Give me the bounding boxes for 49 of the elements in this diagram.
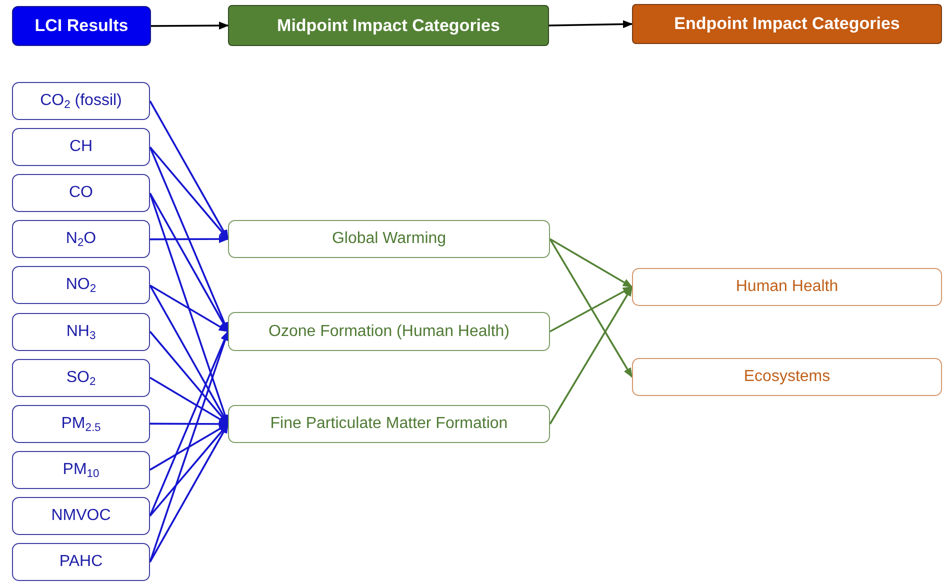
arrow [550, 286, 633, 332]
box-label: CH [69, 138, 93, 156]
arrow [149, 146, 229, 240]
arrow [550, 238, 633, 288]
substance-box [12, 358, 150, 397]
box-label: LCI Results [34, 16, 128, 36]
box-label: CO$_{2}$ (fossil) [40, 92, 122, 110]
arrow [150, 284, 229, 332]
box-label: PAHC [59, 553, 103, 571]
box-label: Ecosystems [744, 368, 830, 386]
box-label: NO$_{2}$ [66, 276, 96, 294]
substance-box [12, 82, 150, 120]
box-label: NH$_{3}$ [66, 322, 96, 340]
box-label: Human Health [736, 278, 838, 296]
midpoint-box [228, 220, 550, 258]
box-label: PM$_{10}$ [62, 460, 100, 479]
endpoint-box [632, 358, 942, 396]
substance-box [12, 404, 150, 443]
substance-box [12, 450, 150, 489]
substance-box [12, 496, 150, 535]
substance-box [12, 312, 150, 350]
arrow [151, 22, 229, 30]
substance-box [12, 128, 150, 166]
substance-box [12, 220, 150, 258]
box-label: SO$_{2}$ [66, 368, 96, 387]
substance-box [12, 266, 150, 304]
arrow [149, 330, 229, 562]
arrow [150, 235, 229, 244]
arrow [549, 238, 633, 378]
substance-box [12, 174, 150, 212]
title-box [632, 4, 942, 44]
box-label: N$_{2}$O [66, 230, 96, 248]
arrow [548, 20, 633, 28]
arrow [549, 286, 633, 424]
title-box [12, 6, 151, 46]
box-label: Fine Particulate Matter Formation [270, 415, 508, 433]
box-label: PM$_{2.5}$ [61, 414, 101, 433]
box-label: Global Warming [332, 230, 446, 248]
midpoint-box [228, 405, 550, 443]
box-label: Endpoint Impact Categories [674, 14, 900, 34]
endpoint-box [632, 268, 942, 306]
box-label: Ozone Formation (Human Health) [268, 322, 510, 340]
arrow [149, 330, 229, 516]
midpoint-box [228, 312, 550, 351]
box-label: CO [69, 184, 93, 202]
box-label: Midpoint Impact Categories [277, 16, 500, 36]
box-label: NMVOC [51, 506, 111, 525]
substance-box [12, 543, 150, 581]
title-box [228, 5, 549, 46]
